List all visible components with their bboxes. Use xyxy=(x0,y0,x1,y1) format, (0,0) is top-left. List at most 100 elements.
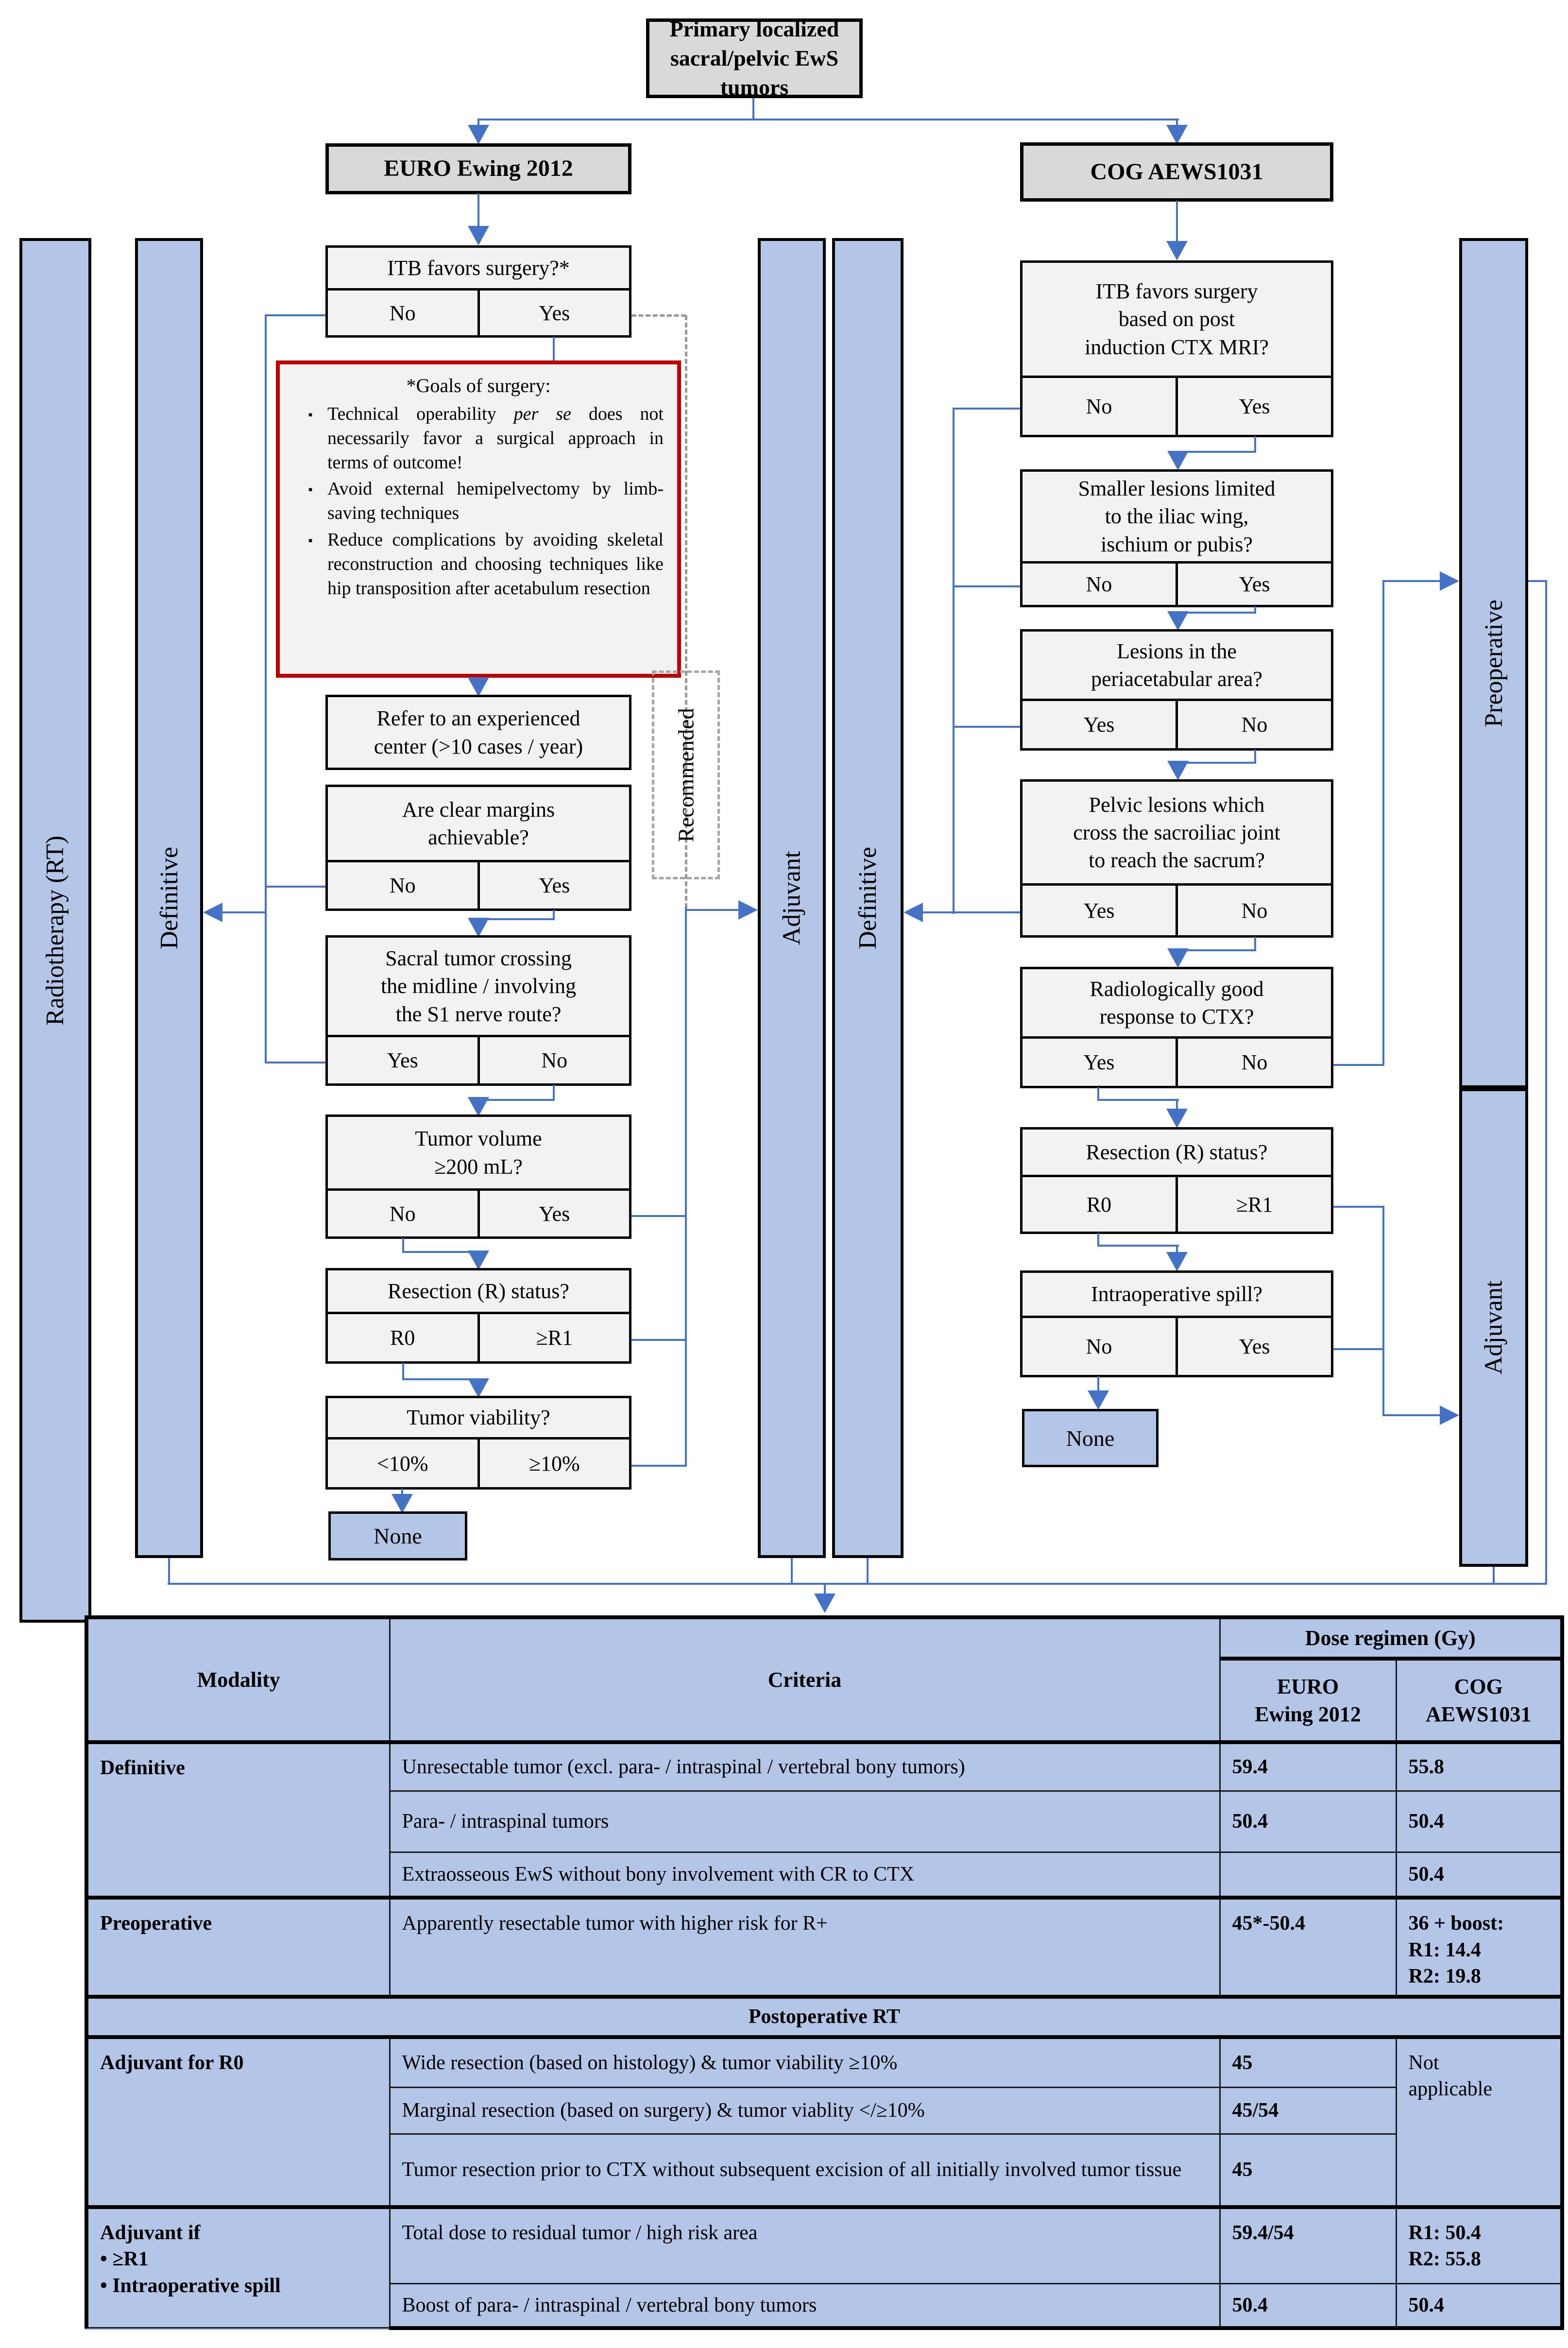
cog-dose-cell: 55.8 xyxy=(1395,1740,1565,1792)
bar-label: Preoperative xyxy=(1480,599,1508,727)
answer-yes: Yes xyxy=(1176,564,1331,605)
col-header-euro: EURO Ewing 2012 xyxy=(1219,1657,1397,1743)
connector xyxy=(867,1558,869,1584)
arrow-down-icon xyxy=(1166,125,1188,144)
decision-tumor-volume: Tumor volume ≥200 mL? No Yes xyxy=(325,1114,631,1239)
bar-adjuvant-mid: Adjuvant xyxy=(758,238,826,1558)
euro-dose-cell: 59.4/54 xyxy=(1219,2205,1397,2285)
connector xyxy=(1097,1087,1099,1100)
decision-itb-post-induction-mri: ITB favors surgery based on post inducti… xyxy=(1020,260,1333,437)
answer-no: No xyxy=(1086,394,1112,418)
decision-clear-margins: Are clear margins achievable? No Yes xyxy=(325,785,631,911)
bar-preoperative: Preoperative xyxy=(1459,238,1528,1088)
euro-dose-cell: 45 xyxy=(1219,2035,1397,2089)
branch-box-cog-aews1031: COG AEWS1031 xyxy=(1020,142,1333,202)
arrow-down-icon xyxy=(392,1494,413,1513)
table-row: Marginal resection (based on surgery) & … xyxy=(86,2087,1562,2135)
arrow-down-icon xyxy=(1167,611,1189,631)
decision-tumor-viability: Tumor viability? <10% ≥10% xyxy=(325,1396,631,1490)
table-section-row: Postoperative RT xyxy=(84,1994,1565,2038)
connector xyxy=(1177,612,1256,614)
connector xyxy=(477,918,555,920)
answer-no: No xyxy=(1086,1335,1112,1358)
cog-dose-cell: 36 + boost: R1: 14.4 R2: 19.8 xyxy=(1395,1896,1565,1998)
connector xyxy=(1382,1414,1440,1416)
connector xyxy=(1176,1245,1178,1254)
connector xyxy=(266,314,325,316)
connector xyxy=(631,1465,686,1467)
connector xyxy=(1382,1206,1384,1416)
table-row: Preoperative Apparently resectable tumor… xyxy=(85,1896,1565,1998)
question-text: Tumor volume ≥200 mL? xyxy=(415,1127,542,1179)
decision-smaller-lesions: Smaller lesions limited to the iliac win… xyxy=(1020,469,1333,607)
criteria-cell: Total dose to residual tumor / high risk… xyxy=(389,2205,1221,2285)
connector xyxy=(685,907,687,1467)
arrow-right-icon xyxy=(738,900,758,920)
question-text: Resection (R) status? xyxy=(1086,1140,1268,1164)
square-bullet-icon: ▪ xyxy=(308,407,313,422)
answer-yes: Yes xyxy=(1176,1318,1331,1375)
connector xyxy=(1176,120,1178,126)
connector xyxy=(1254,606,1256,613)
table-header-row: Modality Criteria Dose regimen (Gy) xyxy=(85,1615,1565,1743)
connector xyxy=(1254,750,1256,763)
cog-dose-cell: 50.4 xyxy=(1395,2283,1565,2330)
criteria-cell: Tumor resection prior to CTX without sub… xyxy=(389,2133,1221,2208)
connector xyxy=(791,1558,793,1584)
col-header-dose: Dose regimen (Gy) xyxy=(1219,1615,1565,1660)
terminal-none-right: None xyxy=(1022,1409,1159,1467)
modality-adjuvant-r0: Adjuvant for R0 xyxy=(85,2035,391,2208)
question-text: Pelvic lesions which cross the sacroilia… xyxy=(1073,792,1280,873)
answer-ge-r1: ≥R1 xyxy=(477,1314,630,1361)
criteria-cell: Unresectable tumor (excl. para- / intras… xyxy=(389,1740,1221,1792)
answer-no: No xyxy=(389,874,416,897)
arrow-right-icon xyxy=(1440,571,1459,591)
goals-title: *Goals of surgery: xyxy=(406,375,551,396)
euro-dose-cell xyxy=(1219,1851,1397,1899)
arrow-down-icon xyxy=(1088,1390,1109,1410)
answer-no: No xyxy=(1176,701,1331,748)
decision-intraoperative-spill: Intraoperative spill? No Yes xyxy=(1020,1270,1333,1377)
criteria-cell: Boost of para- / intraspinal / vertebral… xyxy=(389,2283,1221,2330)
arrow-right-icon xyxy=(1440,1405,1459,1425)
question-text: Intraoperative spill? xyxy=(1091,1282,1263,1306)
table-row: Adjuvant if • ≥R1 • Intraoperative spill… xyxy=(85,2205,1565,2329)
table-row: Boost of para- / intraspinal / vertebral… xyxy=(86,2283,1565,2330)
connector xyxy=(1493,1567,1495,1584)
connector xyxy=(631,1215,686,1217)
section-postoperative-rt: Postoperative RT xyxy=(84,1994,1565,2038)
connector xyxy=(477,1099,555,1101)
answer-r0: R0 xyxy=(390,1326,415,1350)
connector xyxy=(1097,1245,1179,1247)
answer-yes: Yes xyxy=(477,1191,630,1236)
bar-label: Definitive xyxy=(854,847,882,949)
modality-preoperative: Preoperative xyxy=(85,1896,391,1998)
connector xyxy=(1382,580,1384,1066)
root-title: Primary localized sacral/pelvic EwS tumo… xyxy=(669,17,839,100)
cog-dose-cell: R1: 50.4 R2: 55.8 xyxy=(1395,2205,1565,2285)
euro-dose-cell: 50.4 xyxy=(1219,2283,1397,2330)
answer-no: No xyxy=(477,1037,630,1083)
root-box-primary-tumors: Primary localized sacral/pelvic EwS tumo… xyxy=(646,17,863,100)
col-header-cog: COG AEWS1031 xyxy=(1395,1657,1565,1743)
question-text: Resection (R) status? xyxy=(388,1279,569,1303)
answer-ge-r1: ≥R1 xyxy=(1176,1177,1331,1232)
connector xyxy=(1176,201,1178,243)
square-bullet-icon: ▪ xyxy=(308,482,313,497)
connector xyxy=(168,1583,1546,1585)
branch-title: COG AEWS1031 xyxy=(1090,158,1263,185)
answer-yes: Yes xyxy=(1083,898,1115,923)
square-bullet-icon: ▪ xyxy=(308,533,313,548)
answer-yes: Yes xyxy=(1176,378,1331,435)
criteria-cell: Extraosseous EwS without bony involvemen… xyxy=(389,1851,1221,1899)
arrow-down-icon xyxy=(468,1097,489,1116)
bar-adjuvant-right: Adjuvant xyxy=(1459,1088,1528,1567)
arrow-down-icon xyxy=(1167,761,1189,780)
bar-label: Definitive xyxy=(155,847,183,949)
bar-label: Adjuvant xyxy=(1480,1280,1508,1375)
connector xyxy=(553,337,555,360)
modality-adjuvant-if: Adjuvant if • ≥R1 • Intraoperative spill xyxy=(85,2205,391,2329)
connector xyxy=(954,726,1020,728)
goals-bullet: ▪ Avoid external hemipelvectomy by limb-… xyxy=(293,477,664,525)
connector xyxy=(1177,949,1256,951)
